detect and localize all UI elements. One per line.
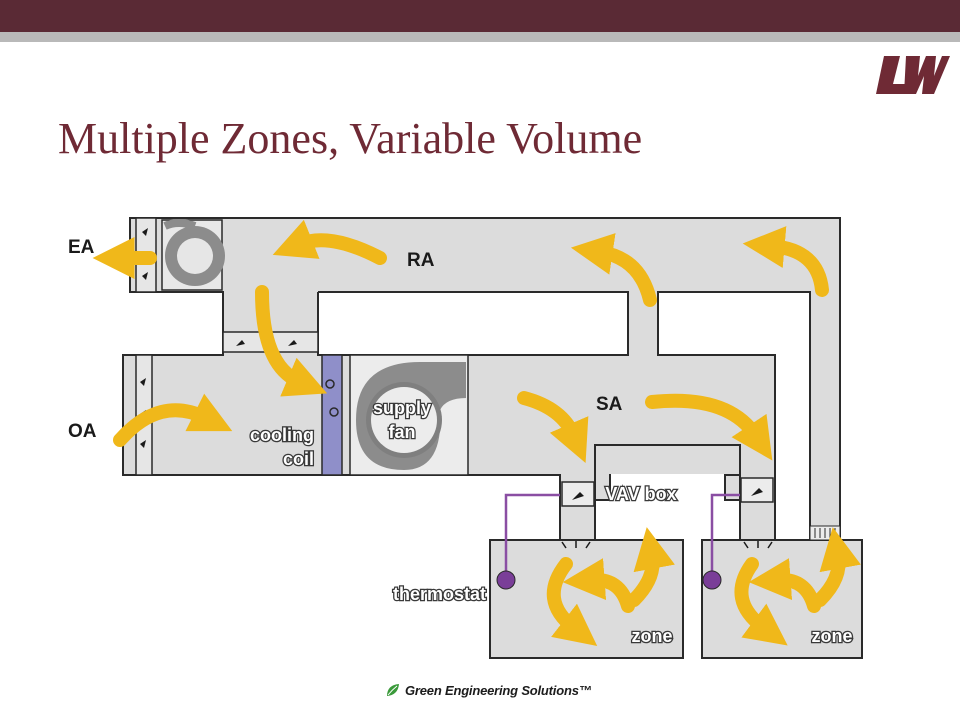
airflow-arrow-return-1 bbox=[272, 219, 387, 265]
airflow-arrow-supply-1 bbox=[517, 391, 589, 464]
thermostat-icon-2 bbox=[702, 570, 722, 590]
airflow-arrow-zone1-b bbox=[562, 558, 635, 613]
airflow-arrow-return-3 bbox=[742, 226, 829, 297]
label-thermostat: thermostat bbox=[393, 584, 486, 604]
airflow-arrow-supply-2 bbox=[645, 393, 773, 461]
vav-damper-2 bbox=[740, 477, 774, 503]
airflow-arrow-zone1-c bbox=[627, 527, 675, 607]
label-cooling-coil-line2: coil bbox=[283, 449, 314, 469]
vav-damper-1 bbox=[561, 481, 595, 507]
airflow-arrow-return-2 bbox=[570, 233, 657, 307]
airflow-arrow-zone2-a bbox=[734, 557, 788, 646]
label-supply-fan-line1: supply bbox=[373, 398, 431, 418]
cooling-coil-icon bbox=[321, 354, 343, 476]
supply-fan-icon bbox=[349, 354, 469, 476]
footer-text: Green Engineering Solutions™ bbox=[405, 682, 592, 698]
label-oa: OA bbox=[68, 421, 97, 442]
label-zone-2: zone bbox=[811, 626, 852, 646]
header-bar bbox=[0, 0, 960, 32]
label-ra: RA bbox=[407, 250, 435, 271]
label-supply-fan-line2: fan bbox=[389, 422, 416, 442]
airflow-arrow-zone2-b bbox=[748, 558, 821, 613]
thermostat-icon-1 bbox=[496, 570, 516, 590]
airflow-arrow-zone1-a bbox=[546, 557, 598, 647]
header-strip bbox=[0, 32, 960, 42]
airflow-arrow-outside bbox=[113, 393, 233, 447]
slide-title: Multiple Zones, Variable Volume bbox=[58, 114, 643, 163]
label-zone-1: zone bbox=[631, 626, 672, 646]
footer-brand: Green Engineering Solutions™ bbox=[385, 682, 592, 698]
airflow-arrow-return-down bbox=[255, 285, 328, 397]
airflow-arrows bbox=[92, 219, 861, 647]
label-ea: EA bbox=[68, 237, 95, 258]
lw-logo-icon bbox=[876, 56, 950, 94]
return-grille bbox=[809, 525, 841, 541]
leaf-icon bbox=[387, 684, 399, 696]
thermostat-wires bbox=[504, 493, 740, 578]
label-vav-box: VAV box bbox=[605, 484, 676, 504]
label-cooling-coil-line1: cooling bbox=[250, 425, 314, 445]
airflow-arrow-zone2-c bbox=[813, 527, 861, 607]
label-sa: SA bbox=[596, 394, 623, 415]
duct-outline bbox=[122, 217, 841, 540]
duct-fill bbox=[124, 219, 839, 540]
return-fan-icon bbox=[161, 219, 225, 291]
